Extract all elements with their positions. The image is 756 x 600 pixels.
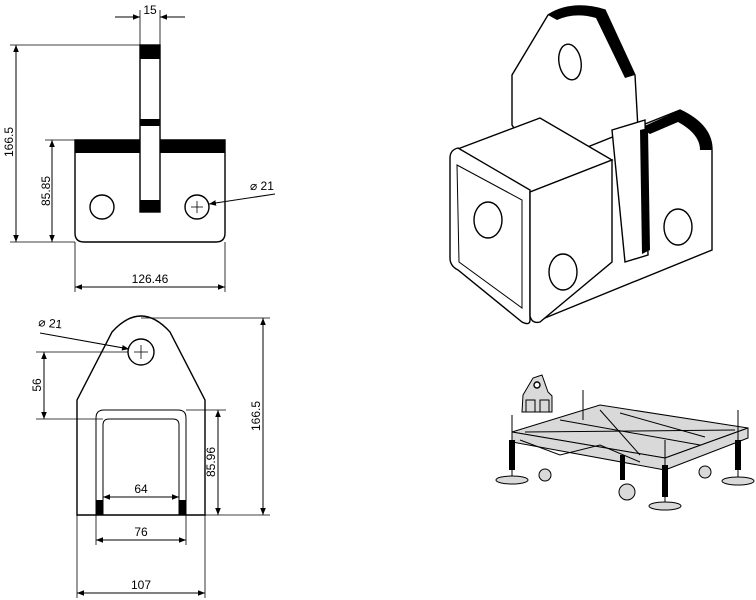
dim-plate-width: 126.46: [132, 272, 169, 286]
dim-plate-height: 85.85: [39, 176, 53, 206]
dim-base-width: 107: [131, 578, 151, 592]
dim-outer-channel-width: 76: [134, 525, 148, 539]
dim-hole-offset: 56: [30, 378, 44, 392]
bracket-3d-render: [449, 5, 713, 325]
front-tab-mid-band: [140, 119, 160, 126]
dim-side-total-height: 166.5: [249, 401, 263, 431]
front-view: 15 166.5 85.85 126.46 ⌀ 21: [2, 3, 276, 292]
dim-channel-height: 85.96: [204, 447, 218, 477]
front-tab-top-band: [140, 45, 160, 59]
front-tab-bottom-band: [140, 200, 160, 212]
dim-side-hole-diameter: ⌀ 21: [38, 315, 64, 331]
side-channel-foot-left: [96, 500, 103, 515]
side-view: ⌀ 21 56 166.5 85.96 64 76 107: [30, 315, 270, 598]
dim-front-hole-diameter: ⌀ 21: [250, 179, 274, 193]
dim-front-total-height: 166.5: [2, 127, 16, 157]
dim-inner-width: 64: [134, 482, 148, 496]
front-tab: [139, 44, 161, 213]
front-hole-left: [89, 194, 115, 220]
side-profile: [76, 315, 206, 516]
side-channel-foot-right: [179, 500, 186, 515]
dim-top-width: 15: [143, 3, 157, 17]
truss-assembly-render: [495, 374, 755, 511]
